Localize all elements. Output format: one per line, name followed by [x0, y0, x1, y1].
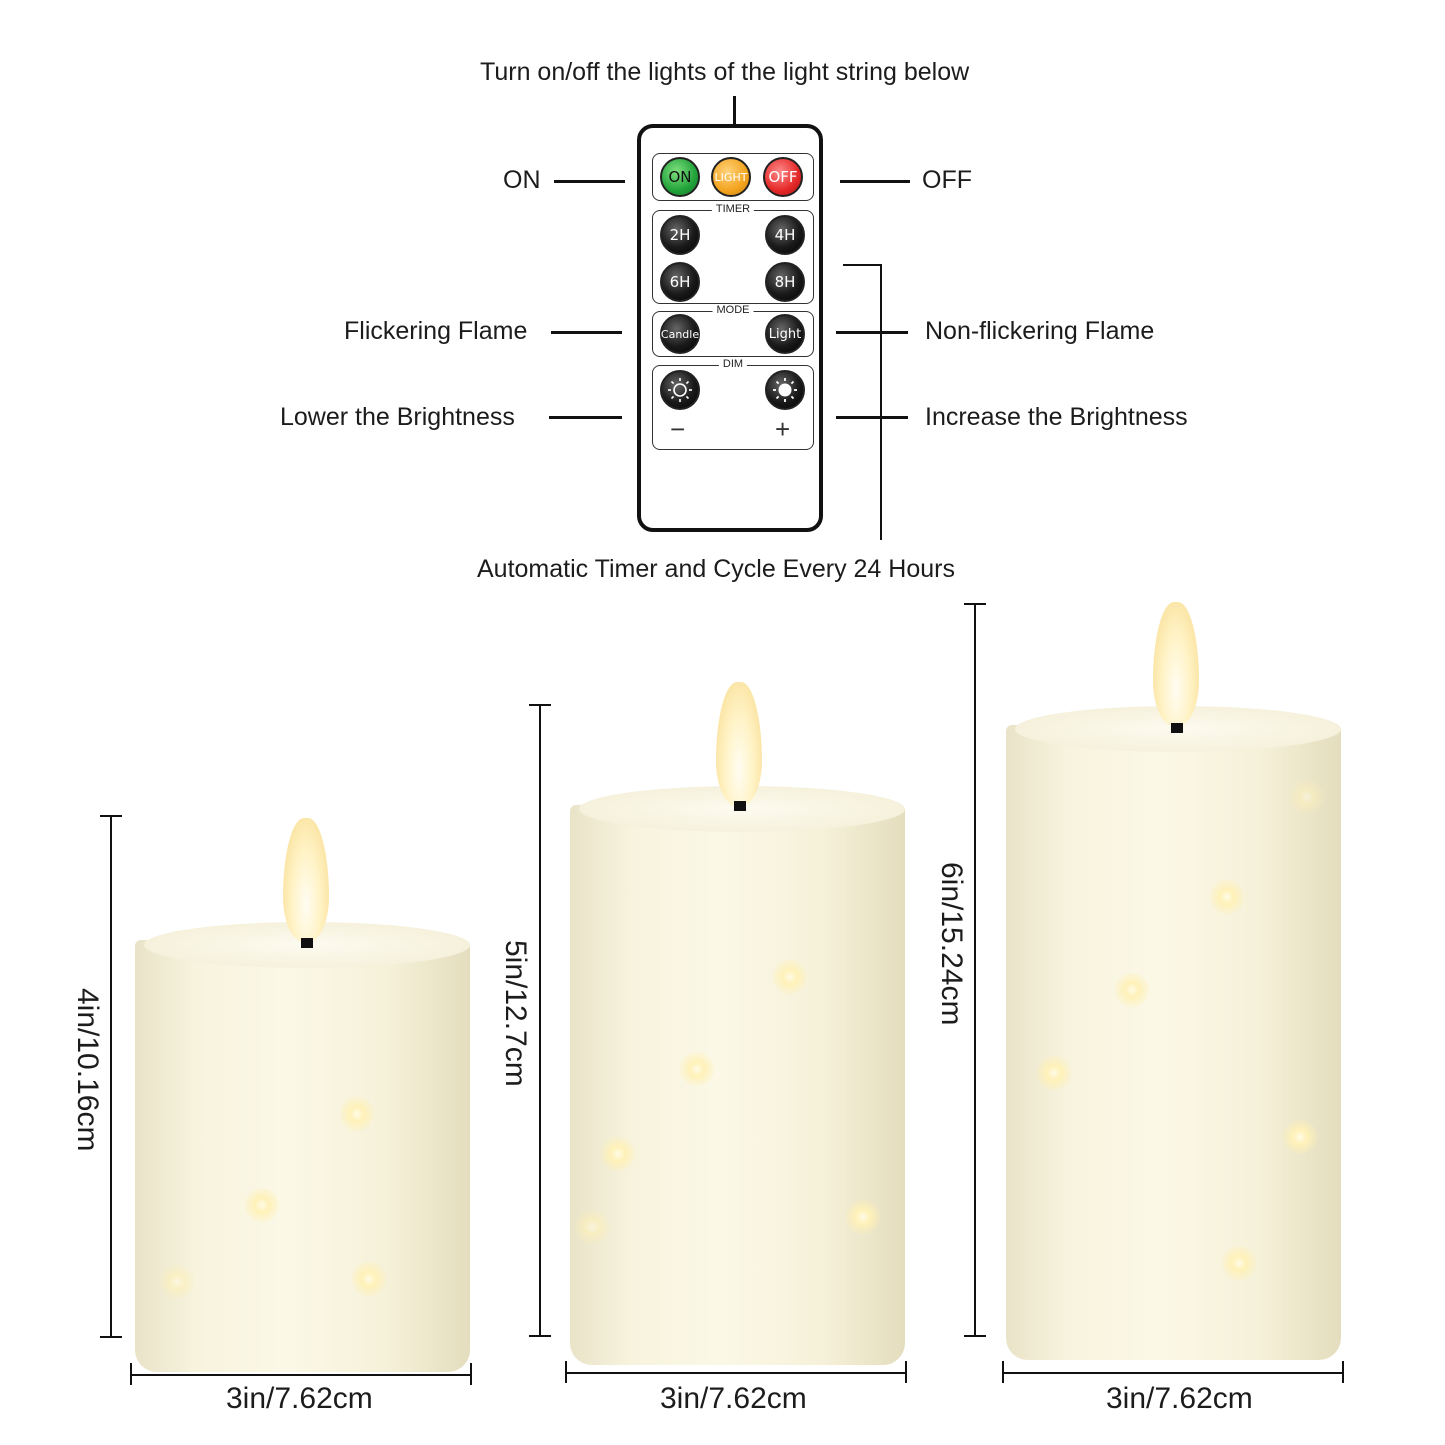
light-spark	[773, 960, 807, 994]
timer-pointer-horizontal	[843, 264, 881, 266]
dim-group-title: DIM	[718, 358, 748, 370]
candle-medium-width-line	[565, 1372, 907, 1374]
dim-down-button[interactable]	[660, 370, 700, 410]
light-spark	[846, 1200, 880, 1234]
candle-medium-height-label: 5in/12.7cm	[499, 940, 532, 1087]
dim-cap	[130, 1363, 132, 1385]
candle-medium-width-label: 3in/7.62cm	[660, 1382, 807, 1415]
light-button[interactable]: LIGHT	[711, 157, 751, 197]
dim-cap	[470, 1363, 472, 1385]
candle-large-height-line	[974, 604, 976, 1337]
candle-mode-button[interactable]: Candle	[660, 314, 700, 354]
timer-group: TIMER 2H 4H 6H 8H	[652, 203, 814, 304]
top-caption: Turn on/off the lights of the light stri…	[480, 58, 970, 86]
sun-filled-icon	[773, 378, 797, 402]
callout-lower: Lower the Brightness	[280, 403, 515, 431]
dim-plus-sign: +	[775, 414, 791, 444]
timer-2h-button[interactable]: 2H	[660, 215, 700, 255]
dim-cap	[100, 815, 122, 817]
candle-large-flame	[1153, 602, 1199, 726]
callout-non-flickering: Non-flickering Flame	[925, 317, 1155, 345]
dim-cap	[529, 1335, 551, 1337]
candle-large-width-line	[1002, 1372, 1344, 1374]
light-spark	[352, 1262, 386, 1296]
light-spark	[160, 1265, 194, 1299]
callout-on: ON	[503, 166, 541, 194]
sun-outline-icon	[668, 378, 692, 402]
dim-cap	[905, 1361, 907, 1383]
candle-large-width-label: 3in/7.62cm	[1106, 1382, 1253, 1415]
remote-control: ON LIGHT OFF TIMER 2H 4H 6H 8H MODE Cand…	[637, 124, 823, 532]
light-spark	[1222, 1246, 1256, 1280]
candle-large-height-label: 6in/15.24cm	[935, 862, 968, 1026]
dim-cap	[964, 1335, 986, 1337]
callout-off: OFF	[922, 166, 972, 194]
callout-flickering: Flickering Flame	[344, 317, 528, 345]
candle-medium-wick	[734, 801, 746, 811]
timer-group-title: TIMER	[711, 203, 755, 215]
callout-on-line	[554, 180, 625, 183]
callout-lower-line	[549, 416, 622, 419]
candle-small-flame	[283, 818, 329, 942]
candle-small-wick	[301, 938, 313, 948]
candle-large-wick	[1171, 723, 1183, 733]
dim-minus-sign: −	[670, 414, 686, 444]
light-spark	[601, 1137, 635, 1171]
light-spark	[575, 1210, 609, 1244]
callout-flickering-line	[551, 331, 622, 334]
dim-cap	[565, 1361, 567, 1383]
power-button-group: ON LIGHT OFF	[652, 153, 814, 201]
on-button[interactable]: ON	[660, 157, 700, 197]
candle-small-width-label: 3in/7.62cm	[226, 1382, 373, 1415]
light-spark	[1115, 973, 1149, 1007]
dim-cap	[964, 603, 986, 605]
callout-off-line	[840, 180, 910, 183]
candle-medium-body	[570, 805, 905, 1365]
timer-pointer-vertical	[880, 264, 882, 540]
timer-6h-button[interactable]: 6H	[660, 262, 700, 302]
callout-increase: Increase the Brightness	[925, 403, 1188, 431]
mode-group-title: MODE	[712, 304, 754, 316]
mode-group: MODE Candle Light	[652, 304, 814, 357]
light-spark	[340, 1097, 374, 1131]
light-spark	[245, 1188, 279, 1222]
light-spark	[1290, 780, 1324, 814]
light-spark	[1210, 880, 1244, 914]
candle-small-height-line	[110, 815, 112, 1338]
dim-cap	[100, 1336, 122, 1338]
light-spark	[1037, 1056, 1071, 1090]
candle-large-body	[1006, 725, 1341, 1360]
top-caption-pointer	[733, 96, 736, 124]
light-spark	[680, 1052, 714, 1086]
timer-4h-button[interactable]: 4H	[765, 215, 805, 255]
candle-medium-flame	[716, 682, 762, 806]
candle-small-width-line	[130, 1374, 472, 1376]
dim-group: DIM −	[652, 358, 814, 450]
dim-cap	[1342, 1361, 1344, 1383]
dim-cap	[529, 704, 551, 706]
candle-small-body	[135, 940, 470, 1372]
light-spark	[1283, 1120, 1317, 1154]
candle-medium-height-line	[539, 705, 541, 1337]
light-mode-button[interactable]: Light	[765, 314, 805, 354]
dim-up-button[interactable]	[765, 370, 805, 410]
callout-increase-line	[836, 416, 908, 419]
bottom-caption: Automatic Timer and Cycle Every 24 Hours	[477, 555, 955, 583]
timer-8h-button[interactable]: 8H	[765, 262, 805, 302]
candle-small-height-label: 4in/10.16cm	[71, 988, 104, 1152]
off-button[interactable]: OFF	[763, 157, 803, 197]
dim-cap	[1002, 1361, 1004, 1383]
callout-nonflicker-line	[836, 331, 908, 334]
